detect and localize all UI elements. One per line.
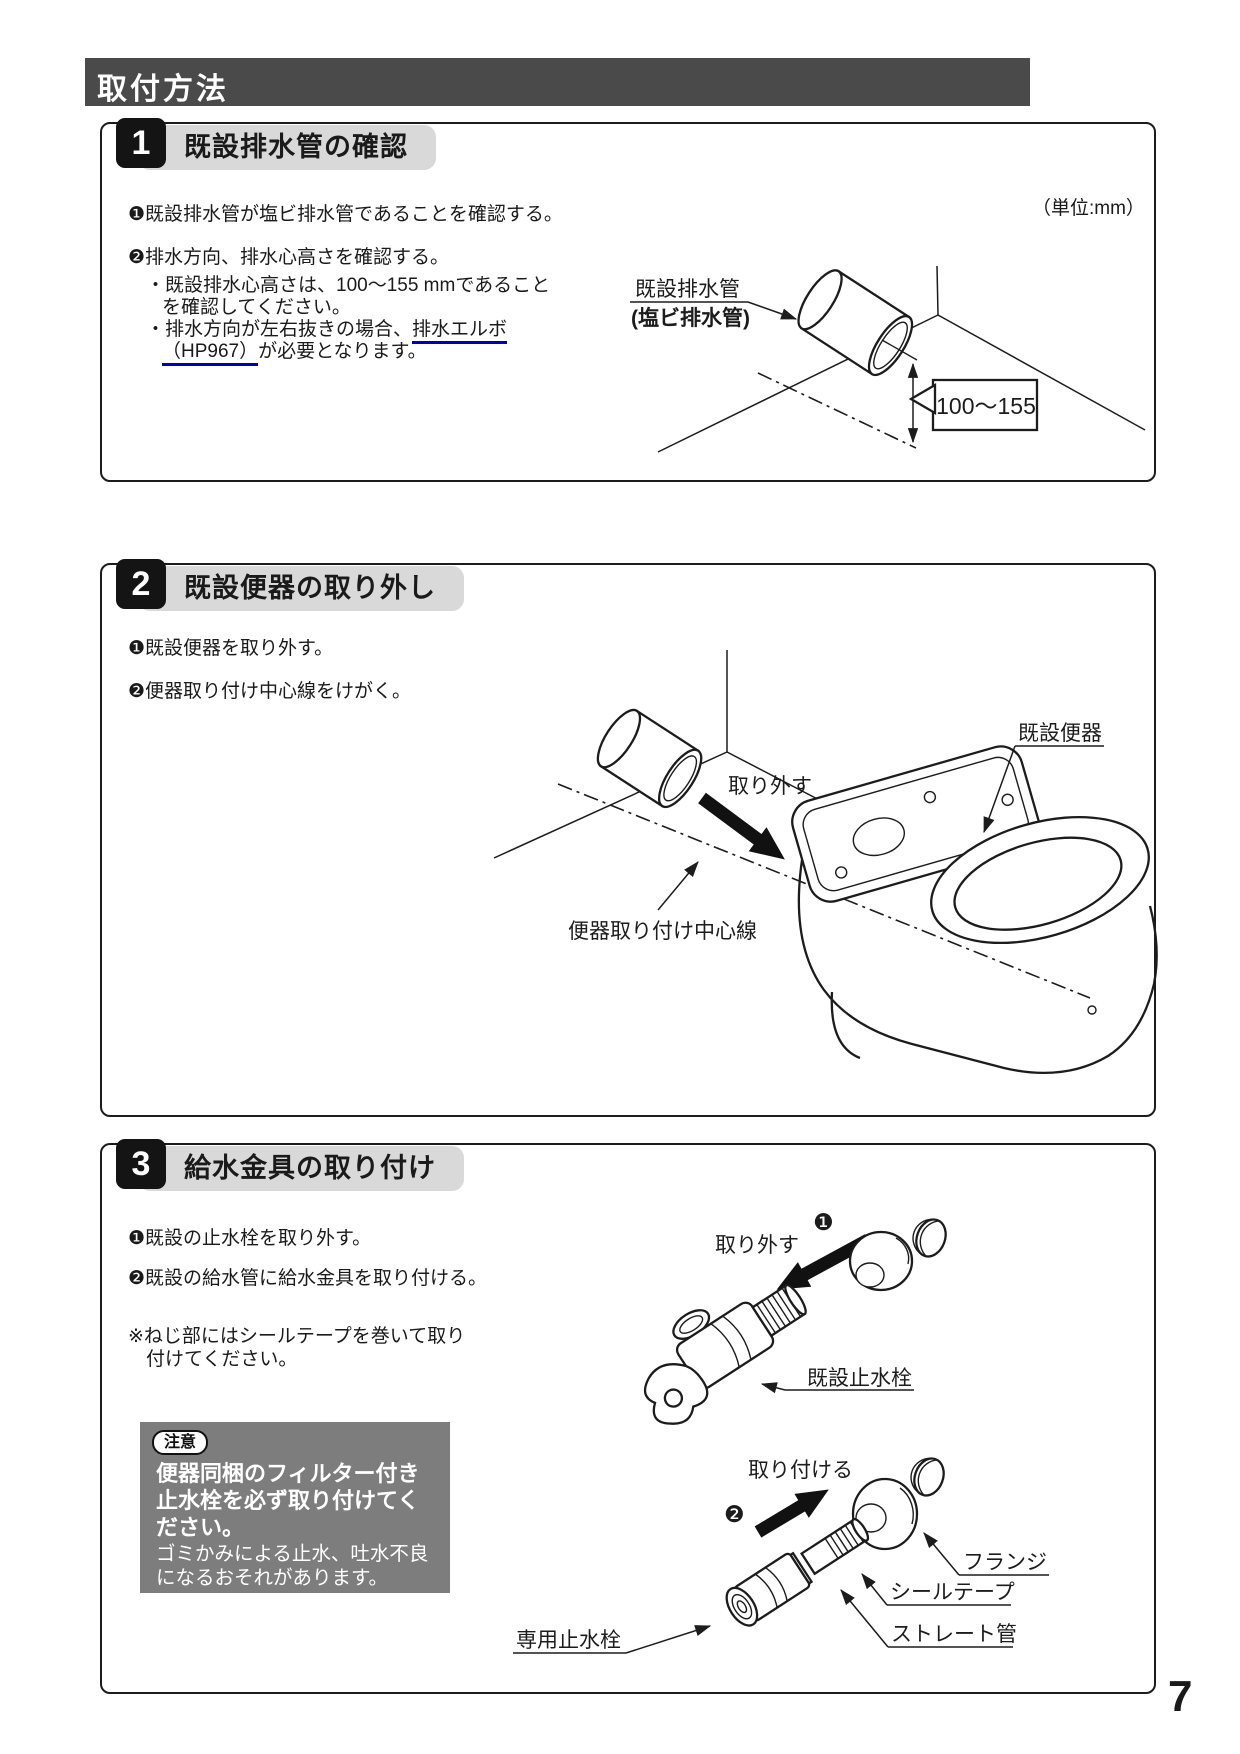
section-3-title: 給水金具の取り付け — [138, 1146, 464, 1191]
remove-arrow — [698, 792, 785, 860]
caution-box: 注意 便器同梱のフィルター付き 止水栓を必ず取り付けてく ださい。 ゴミかみによ… — [140, 1422, 450, 1593]
instruction-step-1: ❶既設の止水栓を取り外す。 — [128, 1228, 372, 1249]
hp967-reference[interactable]: （HP967） — [162, 341, 259, 366]
existing-drain-pipe-art — [797, 269, 914, 377]
bullet-text: ・排水方向が左右抜きの場合、 — [146, 319, 413, 340]
cap-top-art — [912, 1218, 947, 1258]
drain-pipe-diagram: 既設排水管 (塩ビ排水管) 100〜155 — [630, 265, 1146, 453]
flange-leader — [923, 1532, 960, 1576]
remove-label: 取り外す — [715, 1234, 799, 1257]
section-2-number-badge: 2 — [116, 559, 166, 609]
seal-tape-leader — [861, 1573, 888, 1606]
existing-valve-leader — [760, 1382, 786, 1394]
page-number: 7 — [1168, 1672, 1193, 1721]
toilet-illustration — [791, 745, 1158, 1075]
flange-label: フランジ — [963, 1551, 1047, 1574]
new-valve-leader — [625, 1625, 712, 1654]
center-tick — [881, 339, 918, 361]
exposed-drain-pipe-art — [596, 708, 703, 809]
instruction-bullet-cont: （HP967）が必要となります。 — [162, 341, 427, 366]
section-2-title: 既設便器の取り外し — [138, 566, 464, 611]
caution-bold-line: 便器同梱のフィルター付き — [156, 1461, 420, 1486]
existing-valve-art — [643, 1283, 807, 1425]
step-2-marker: ❷ — [724, 1501, 745, 1527]
instruction-bullet-cont: を確認してください。 — [162, 297, 351, 318]
new-valve-label: 専用止水栓 — [516, 1629, 621, 1652]
instruction-step-2: ❷排水方向、排水心高さを確認する。 — [128, 247, 450, 268]
attach-arrow — [754, 1489, 829, 1538]
remove-label: 取り外す — [728, 775, 812, 798]
cap-bottom-art — [910, 1457, 945, 1497]
drain-elbow-reference[interactable]: 排水エルボ — [412, 319, 508, 344]
flange-bottom-art — [851, 1477, 919, 1551]
unit-note: （単位:mm） — [1032, 198, 1145, 219]
step-1-marker: ❶ — [813, 1209, 834, 1235]
section-3-number-badge: 3 — [116, 1139, 166, 1189]
page-header: 取付方法 — [85, 58, 1030, 106]
instruction-bullet: ・既設排水心高さは、100〜155 mmであること — [146, 275, 551, 296]
caution-bold-line: 止水栓を必ず取り付けてく — [156, 1488, 420, 1513]
flange-top-art — [848, 1230, 914, 1292]
caution-normal-line: ゴミかみによる止水、吐水不良 — [156, 1543, 429, 1565]
bowl-rim — [930, 815, 1150, 945]
instruction-step-2: ❷便器取り付け中心線をけがく。 — [128, 681, 412, 702]
toilet-label: 既設便器 — [1018, 722, 1102, 745]
caution-bold-line: ださい。 — [156, 1515, 245, 1540]
bullet-text: が必要となります。 — [258, 341, 427, 362]
dimension-value: 100〜155 — [936, 393, 1036, 419]
new-valve-art — [725, 1517, 870, 1627]
straight-pipe-label: ストレート管 — [891, 1623, 1017, 1646]
pipe-label-sub: (塩ビ排水管) — [631, 306, 750, 330]
section-1-title: 既設排水管の確認 — [138, 125, 436, 170]
caution-normal-line: になるおそれがあります。 — [156, 1567, 389, 1589]
instruction-bullet: ・排水方向が左右抜きの場合、排水エルボ — [146, 319, 508, 344]
supply-valve-diagram: ❶ 取り外す 既設止水栓 取り付ける ❷ — [513, 1209, 1049, 1654]
existing-valve-label: 既設止水栓 — [807, 1367, 912, 1390]
note-line-2: 付けてください。 — [146, 1349, 298, 1370]
section-3-box — [100, 1143, 1156, 1694]
page-header-title: 取付方法 — [97, 73, 229, 106]
instruction-step-1: ❶既設排水管が塩ビ排水管であることを確認する。 — [128, 204, 563, 225]
note-line-1: ※ねじ部にはシールテープを巻いて取り — [128, 1326, 466, 1347]
toilet-removal-diagram: 取り外す 既設便器 便器取り付け中心線 — [493, 650, 1158, 1075]
straight-pipe-leader — [840, 1589, 889, 1648]
dimension-callout: 100〜155 — [908, 378, 1039, 432]
instruction-step-1: ❶既設便器を取り外す。 — [128, 638, 334, 659]
seal-tape-label: シールテープ — [890, 1581, 1015, 1604]
instruction-step-2: ❷既設の給水管に給水金具を取り付ける。 — [128, 1268, 488, 1289]
attach-label: 取り付ける — [748, 1459, 853, 1482]
centerline-label-leader — [657, 861, 699, 911]
centerline-label: 便器取り付け中心線 — [568, 920, 757, 943]
caution-badge: 注意 — [152, 1430, 209, 1455]
pipe-label-leader — [747, 301, 798, 320]
floor-centerline — [757, 372, 917, 449]
pipe-label: 既設排水管 — [635, 278, 740, 301]
toilet-label-leader — [983, 745, 1016, 834]
section-1-number-badge: 1 — [116, 118, 166, 168]
